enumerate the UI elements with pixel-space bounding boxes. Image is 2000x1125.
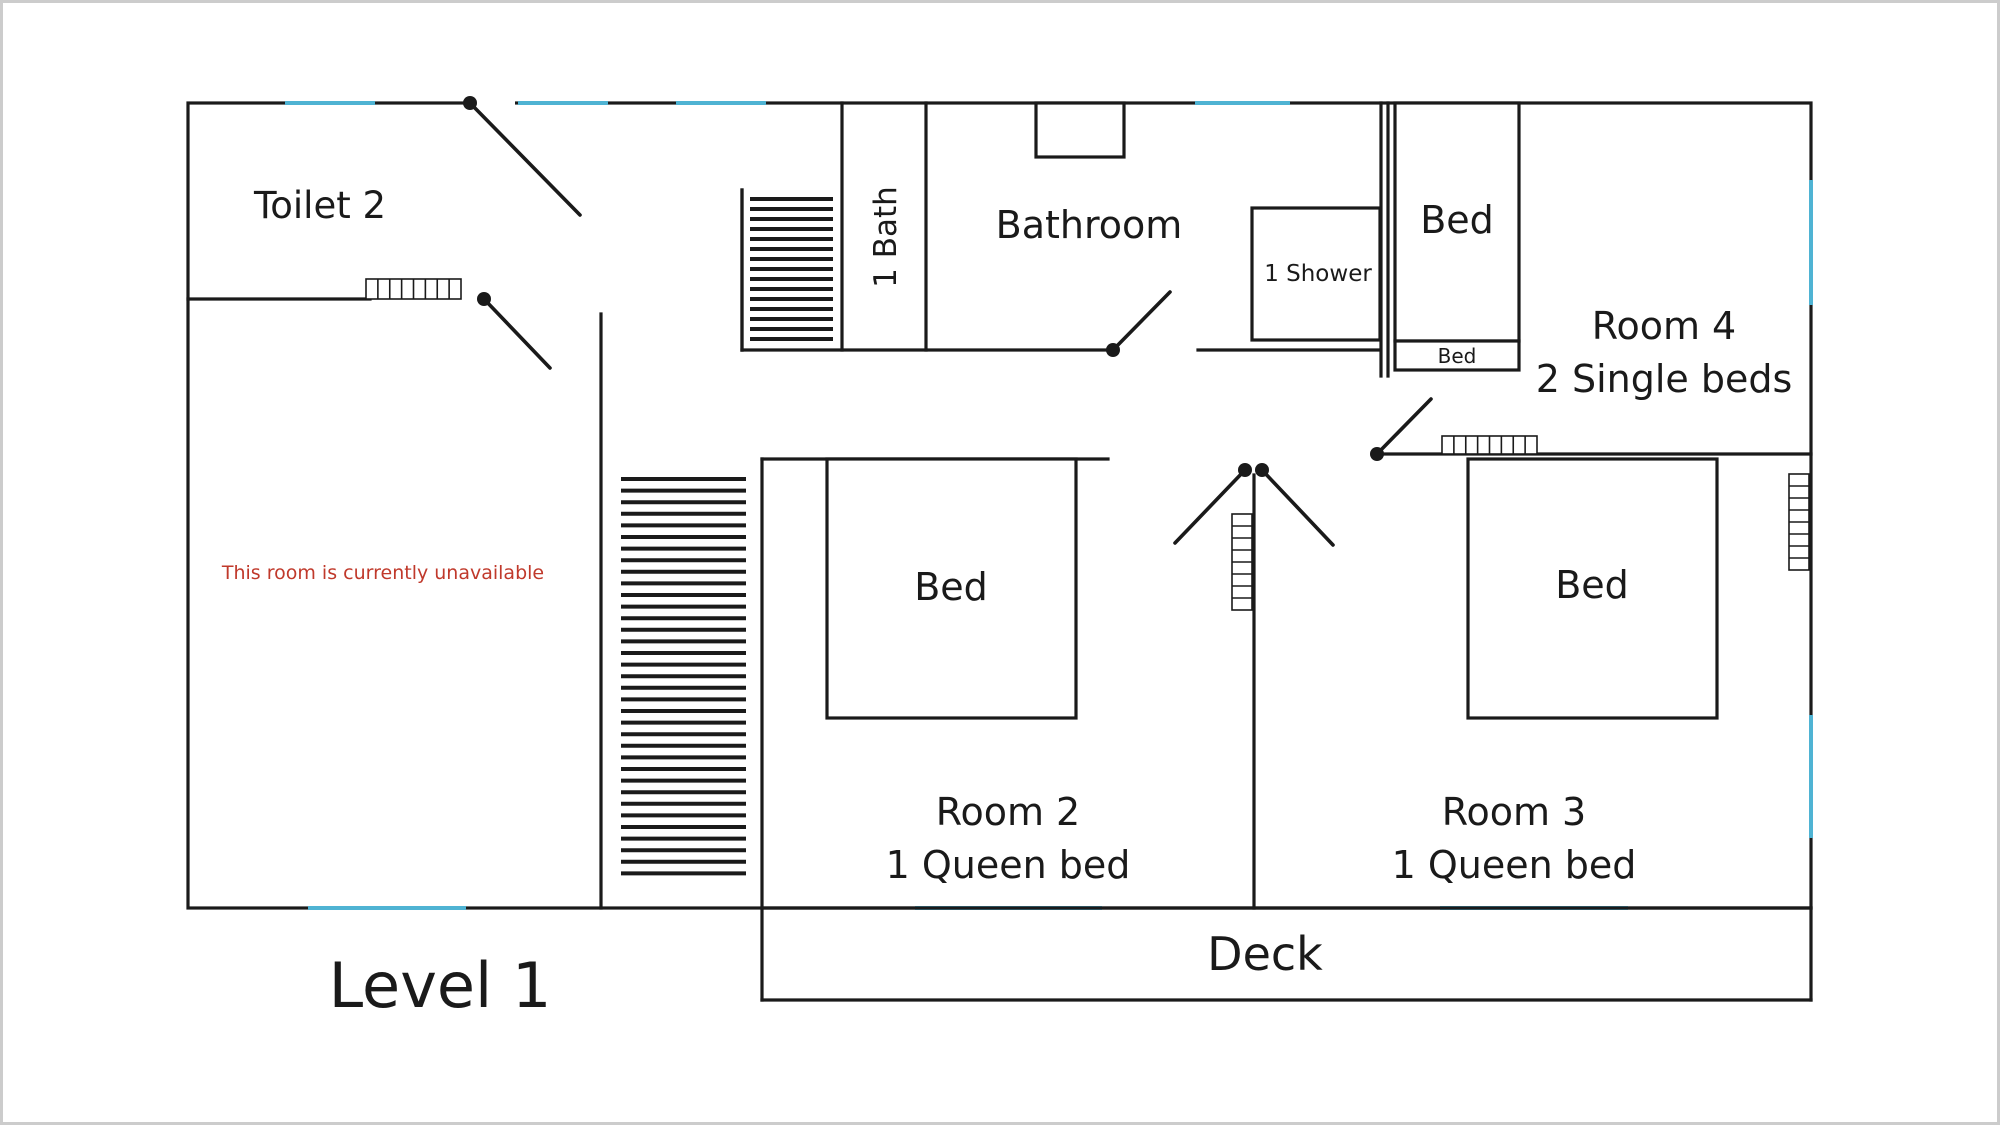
room2-bed-label: Bed — [914, 565, 988, 609]
radiator-hall — [1231, 513, 1253, 611]
staircase-small — [750, 197, 833, 341]
level-title: Level 1 — [329, 949, 552, 1022]
bathroom-sink — [1034, 101, 1126, 159]
radiator-room4 — [1441, 435, 1538, 455]
radiator-room3 — [1788, 473, 1810, 571]
room2-beds: 1 Queen bed — [886, 843, 1131, 887]
deck-label: Deck — [1207, 927, 1323, 981]
unavailable-notice: This room is currently unavailable — [221, 562, 544, 584]
room2-queen-bed — [825, 457, 1078, 720]
radiator-toilet — [365, 278, 462, 300]
room4-bed-small — [1393, 339, 1521, 372]
room4-bed-small-label: Bed — [1438, 344, 1477, 368]
room4-bed-large-label: Bed — [1420, 198, 1494, 242]
bath-label: 1 Bath — [868, 186, 904, 288]
room3-queen-bed — [1466, 457, 1719, 720]
room3-bed-label: Bed — [1555, 563, 1629, 607]
bathroom-label: Bathroom — [996, 203, 1183, 247]
doors — [463, 96, 1433, 547]
room4-bed-large — [1393, 101, 1521, 343]
shower-label: 1 Shower — [1264, 261, 1372, 287]
toilet2-label: Toilet 2 — [253, 184, 386, 227]
staircase-large — [621, 477, 746, 876]
interior-walls — [186, 101, 1813, 1002]
room2-name: Room 2 — [936, 790, 1080, 834]
room4-name: Room 4 — [1592, 304, 1736, 348]
room4-beds: 2 Single beds — [1536, 357, 1793, 401]
room3-beds: 1 Queen bed — [1392, 843, 1637, 887]
room3-name: Room 3 — [1442, 790, 1586, 834]
shower-tray — [1250, 206, 1382, 342]
